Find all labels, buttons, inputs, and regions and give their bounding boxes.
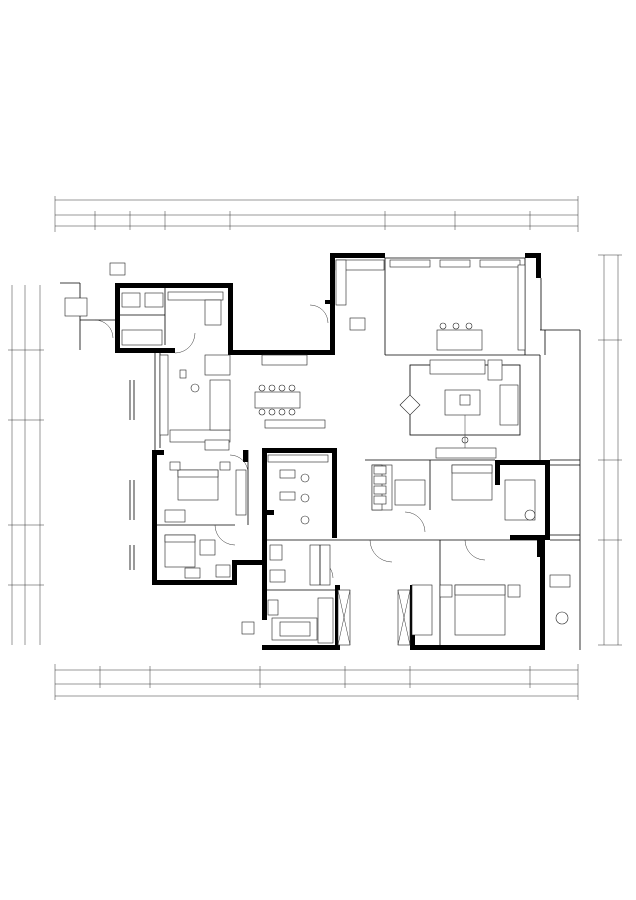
bottom-bathroom bbox=[241, 589, 411, 646]
center-bathrooms bbox=[267, 454, 331, 586]
left-bedroom-1 bbox=[164, 461, 247, 523]
top-left-bathroom bbox=[64, 262, 224, 346]
interior-partitions bbox=[60, 257, 581, 650]
right-dimension-lines bbox=[598, 254, 622, 646]
bottom-dimension-lines bbox=[54, 664, 579, 700]
top-dimension-lines bbox=[54, 196, 579, 232]
exterior-walls bbox=[115, 253, 550, 650]
kitchen-cabinets bbox=[335, 259, 526, 351]
center-cabinets bbox=[204, 439, 387, 505]
living-room-furniture bbox=[399, 359, 521, 459]
dining-area bbox=[254, 354, 326, 429]
door-swings bbox=[94, 304, 486, 579]
window-lines bbox=[129, 278, 580, 570]
left-bedroom-2 bbox=[164, 534, 231, 579]
right-bedroom bbox=[371, 464, 536, 521]
left-kitchen bbox=[159, 354, 231, 443]
master-bedroom bbox=[411, 574, 571, 636]
left-dimension-lines bbox=[8, 285, 44, 645]
